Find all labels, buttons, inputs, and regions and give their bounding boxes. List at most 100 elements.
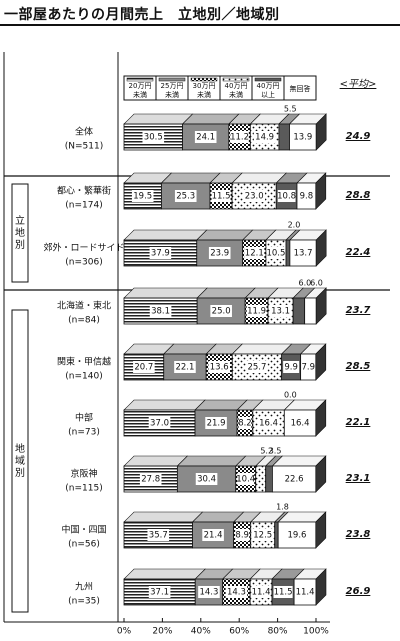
bar-segment: [274, 521, 279, 549]
data-label: 10.8: [277, 192, 296, 202]
data-label: 12.1: [245, 249, 264, 259]
avg-value: 23.1: [346, 473, 371, 484]
row-label: 京阪神: [70, 468, 97, 480]
x-tick-label: 0%: [117, 627, 132, 637]
bar-segment: [265, 465, 273, 493]
data-label-bg: [251, 586, 271, 598]
data-label-bg: [202, 529, 224, 541]
data-label: 30.5: [144, 133, 163, 143]
data-label: 22.6: [285, 475, 304, 485]
row-label: 中国・四国: [61, 524, 106, 536]
bar-segment: [292, 297, 306, 325]
x-tick-label: 100%: [303, 627, 329, 637]
data-label: 16.4: [291, 419, 310, 429]
row-n-label: (n=84): [68, 316, 100, 326]
data-label: 8.9: [235, 531, 249, 541]
data-label-bg: [269, 305, 292, 317]
row-n-label: (n=56): [68, 540, 100, 550]
x-tick-label: 80%: [268, 627, 288, 637]
data-label-bg: [246, 361, 268, 373]
data-label: 16.4: [259, 419, 278, 429]
legend-label-line: 未満: [229, 90, 243, 99]
title-rule: [0, 24, 400, 26]
data-label: 11.4: [296, 588, 315, 598]
data-label-bg: [238, 417, 252, 429]
data-label: 37.1: [150, 588, 169, 598]
data-label-bg: [243, 190, 265, 202]
data-label-bg: [289, 417, 311, 429]
legend-label-line: 以上: [261, 90, 275, 99]
data-label-bg: [302, 361, 315, 373]
data-label-bg: [210, 305, 232, 317]
legend-label-line: 40万円: [257, 82, 280, 90]
data-label: 9.8: [300, 192, 314, 202]
group-label: 地域別: [15, 442, 25, 479]
row-n-label: (n=35): [68, 597, 100, 607]
bar-side: [315, 399, 327, 437]
avg-value: 23.7: [346, 305, 371, 316]
data-label-bg: [131, 190, 154, 202]
data-label-bg: [246, 305, 267, 317]
data-label-bg: [139, 473, 162, 485]
data-label-bg: [235, 529, 250, 541]
row-label: 都心・繁華街: [57, 185, 111, 197]
data-label-bg: [225, 586, 248, 598]
row-n-label: (n=140): [65, 372, 102, 382]
data-label: 1.8: [276, 503, 289, 512]
avg-value: 28.8: [346, 190, 371, 201]
data-label: 20.7: [134, 363, 153, 373]
data-label-bg: [133, 361, 155, 373]
group-label-box: [11, 183, 29, 283]
data-label-bg: [174, 361, 196, 373]
data-label-bg: [230, 131, 249, 143]
data-label-bg: [208, 247, 231, 259]
bar-side: [315, 343, 327, 381]
group-label-box: [11, 309, 29, 613]
data-label-bg: [205, 417, 227, 429]
data-label: 11.2: [230, 133, 249, 143]
legend-swatch: [126, 77, 154, 82]
avg-value: 22.1: [346, 417, 371, 428]
legend-swatch: [158, 77, 186, 82]
data-label: 11.4: [252, 588, 271, 598]
bar-side: [315, 229, 327, 267]
bar-segment-top: [123, 568, 206, 580]
data-label: 6.0: [299, 279, 312, 288]
avg-value: 28.5: [346, 361, 371, 372]
data-label: 13.7: [294, 249, 313, 259]
data-label: 25.7: [247, 363, 266, 373]
data-label: 30.4: [197, 475, 216, 485]
data-label: 5.2: [260, 447, 273, 456]
data-label: 23.9: [210, 249, 229, 259]
data-label-bg: [273, 586, 293, 598]
data-label-bg: [252, 529, 274, 541]
legend-label-line: 未満: [197, 90, 211, 99]
row-label: 中部: [75, 412, 93, 424]
legend-label-line: 20万円: [129, 82, 152, 90]
data-label: 7.9: [301, 363, 315, 373]
legend-label: 無回答: [290, 84, 311, 93]
bar-side: [315, 455, 327, 493]
data-label: 25.0: [212, 307, 231, 317]
data-label: 25.3: [176, 192, 195, 202]
data-label-bg: [211, 190, 231, 202]
bar-segment-top: [123, 229, 208, 241]
avg-value: 26.9: [346, 586, 371, 597]
data-label: 11.5: [212, 192, 231, 202]
bar-side: [315, 511, 327, 549]
data-label: 14.3: [199, 588, 218, 598]
row-n-label: (n=174): [65, 201, 102, 211]
bar-segment-top: [123, 455, 189, 467]
data-label-bg: [142, 131, 165, 143]
row-label: 郊外・ロードサイド: [43, 242, 124, 254]
bar-segment: [304, 297, 317, 325]
data-label: 8.2: [238, 419, 252, 429]
